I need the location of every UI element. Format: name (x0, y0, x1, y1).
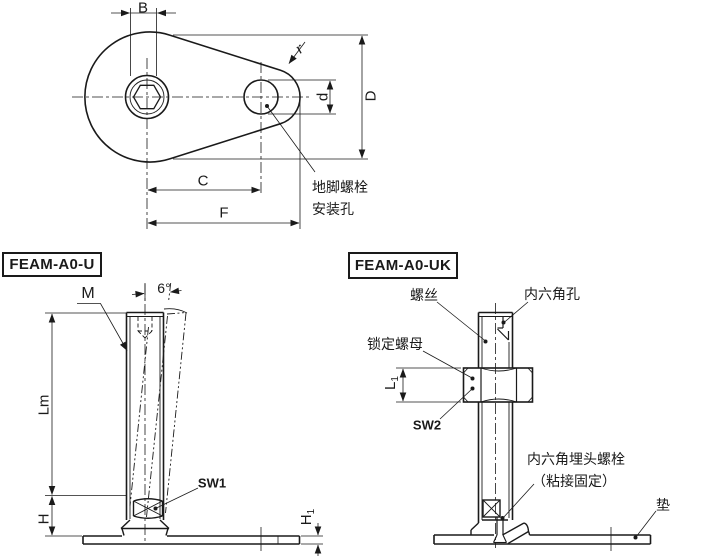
dim-l1 (396, 367, 461, 403)
foot (120, 519, 170, 536)
plate-outline (84, 31, 301, 163)
hidden-socket (137, 317, 153, 339)
right-view-linework (396, 301, 657, 551)
csk-bolt-label-line2: （粘接固定） (532, 473, 616, 489)
dim-l1-sub: 1 (390, 376, 401, 382)
dim-l1-label: L1 (382, 376, 401, 390)
csk-bolt-label-line1: 内六角埋头螺栓 (527, 451, 625, 467)
angle-label: 6° (157, 280, 171, 296)
left-view-title: FEAM-A0-U (2, 252, 102, 277)
pad-label: 垫 (656, 497, 670, 513)
centerlines (72, 58, 312, 229)
hole-leader-dot (265, 104, 269, 108)
anchor-hole-label-line1: 地脚螺栓 (312, 179, 368, 195)
m-leader (77, 303, 128, 351)
dim-d-label: d (314, 92, 332, 102)
right-view-title: FEAM-A0-UK (348, 252, 458, 279)
swing-arc (163, 308, 188, 314)
base-plate (82, 535, 301, 545)
dim-d (268, 79, 336, 115)
dim-c-label: C (197, 172, 209, 190)
screw-label: 螺丝 (410, 287, 438, 303)
leaders (422, 301, 657, 538)
sw1-leader (156, 487, 199, 509)
top-view-linework (72, 8, 368, 229)
sw1-leader-dot (153, 506, 158, 511)
dim-big-d-label: D (362, 90, 380, 102)
csk-bolt-label: 内六角埋头螺栓 （粘接固定） (527, 448, 625, 492)
dim-h1-main: H (298, 514, 315, 526)
lock-nut-label: 锁定螺母 (367, 336, 423, 352)
foot (470, 519, 508, 536)
dim-lm-label: Lm (35, 394, 53, 416)
sw1-barrel (132, 498, 164, 519)
anchor-hole-label-line2: 安装孔 (312, 201, 354, 217)
rod-inner-walls (126, 316, 164, 519)
base-plate (433, 534, 652, 545)
dim-sw2-label: SW2 (412, 417, 442, 433)
dim-h1-label: H1 (298, 508, 317, 526)
left-view-linework (45, 282, 323, 556)
dim-h1-sub: 1 (306, 508, 317, 515)
rod (477, 311, 514, 523)
dim-b (111, 8, 176, 76)
hole-leader (266, 105, 316, 173)
dim-h-label: H (35, 513, 53, 525)
rod-inner-walls (478, 316, 513, 520)
anchor-hole-label: 地脚螺栓 安装孔 (312, 176, 368, 220)
dim-m-label: M (81, 285, 95, 302)
dim-angle (131, 283, 182, 301)
plate-break-marks (260, 527, 279, 551)
dim-c-f (147, 101, 301, 229)
hex-socket-label: 内六角孔 (524, 286, 580, 302)
dim-lm-h (45, 312, 127, 537)
phantom-tilted-rod (129, 282, 187, 518)
r-leader (288, 41, 306, 64)
dim-sw1-label: SW1 (197, 475, 227, 491)
pad-joggle (502, 522, 531, 545)
dim-l1-main: L (382, 381, 399, 390)
csk-bolt (482, 499, 507, 544)
dim-big-d (173, 34, 368, 160)
dim-b-label: B (137, 0, 149, 17)
lock-nut (462, 367, 534, 403)
dim-f-label: F (219, 204, 229, 222)
dim-h1 (301, 523, 323, 556)
